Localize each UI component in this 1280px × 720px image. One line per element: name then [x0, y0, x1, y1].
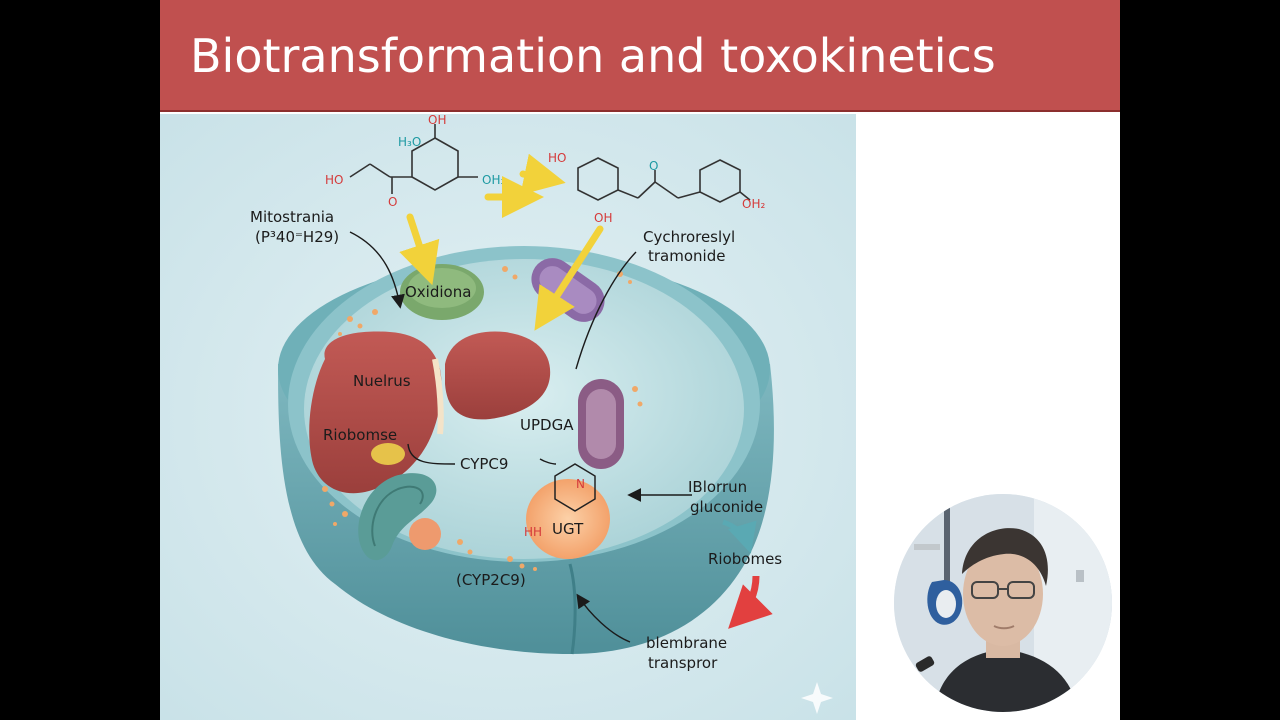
lysosome	[409, 518, 441, 550]
red-arrow	[728, 575, 773, 629]
presenter-shirt	[934, 649, 1078, 712]
molecule-1: OH H₃O HO O OH₃	[325, 113, 505, 209]
label-oxidiona: Oxidiona	[405, 283, 471, 301]
label-iblorrun-1: IBlorrun	[688, 478, 747, 496]
label-cyp2c9: (CYP2C9)	[456, 571, 526, 589]
mol1-h3o: H₃O	[398, 135, 421, 149]
label-blembrane-2: transpror	[648, 654, 718, 672]
label-cypc9: CYPC9	[460, 455, 508, 473]
mol2-o: O	[649, 159, 658, 173]
yellow-arrow-3	[399, 213, 440, 286]
mol2-oh: OH	[594, 211, 612, 225]
label-blembrane-1: blembrane	[646, 634, 727, 652]
mol1-ho: HO	[325, 173, 343, 187]
title-bar: Biotransformation and toxokinetics	[160, 0, 1120, 112]
slide: Biotransformation and toxokinetics	[160, 0, 1120, 720]
yellow-arrow-4	[534, 225, 604, 331]
cell-illustration: OH H₃O HO O OH₃ HO OH O OH₂	[160, 113, 856, 720]
label-iblorrun-2: gluconide	[690, 498, 763, 516]
label-riobomes: Riobomes	[708, 550, 782, 568]
label-riobomse: Riobomse	[323, 426, 397, 444]
mol1-oh3: OH₃	[482, 173, 505, 187]
label-updga: UPDGA	[520, 416, 574, 434]
cell-diagram-svg: OH H₃O HO O OH₃ HO OH O OH₂	[160, 113, 856, 720]
liver-nucleus	[309, 331, 551, 494]
mol1-o: O	[388, 195, 397, 209]
label-cychroreslyl-2: tramonide	[648, 247, 725, 265]
glasses-icon	[971, 581, 1035, 599]
label-cychroreslyl-1: Cychroreslyl	[643, 228, 735, 246]
label-n: N	[576, 477, 585, 491]
mol2-ho: HO	[548, 151, 566, 165]
teal-arrow	[722, 519, 757, 554]
gallbladder	[371, 443, 405, 465]
yellow-arrows	[399, 153, 604, 331]
slide-title: Biotransformation and toxokinetics	[190, 29, 996, 83]
mol2-oh2: OH₂	[742, 197, 765, 211]
ugt-ring	[554, 463, 596, 512]
ugt-organelle	[526, 479, 610, 559]
label-mitostrania: Mitostrania	[250, 208, 334, 226]
presenter-hair	[962, 528, 1048, 586]
microphone-icon	[915, 656, 935, 672]
presenter-webcam	[894, 494, 1112, 712]
wall-outlet	[1076, 570, 1084, 582]
label-mitostrania-sub: (P³40⁼H29)	[255, 228, 339, 246]
leader-lines	[349, 231, 692, 643]
presenter-video-svg	[894, 494, 1112, 712]
label-ugt: UGT	[552, 520, 584, 538]
mitochondria-lower	[358, 473, 437, 561]
vesicle-dots	[317, 266, 643, 571]
guitar-icon	[927, 504, 963, 625]
label-nuelrus: Nuelrus	[353, 372, 411, 390]
mol1-oh-top: OH	[428, 114, 446, 127]
label-hh: HH	[524, 525, 542, 539]
sparkle-icon	[801, 682, 833, 714]
presenter-face	[963, 542, 1043, 646]
